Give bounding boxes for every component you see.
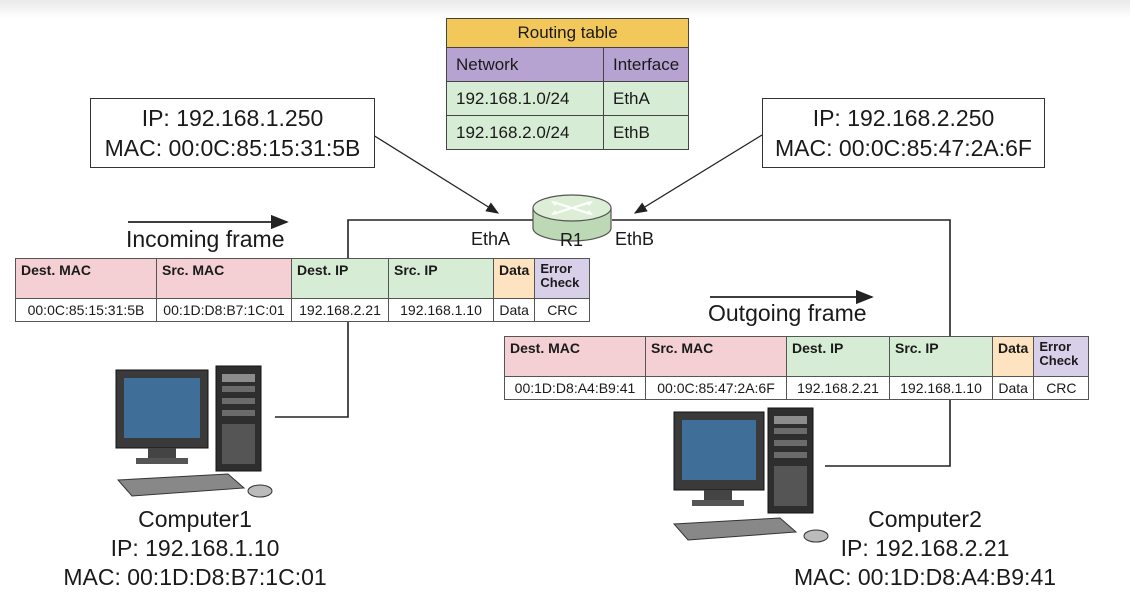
incoming-frame: Dest. MAC Src. MAC Dest. IP Src. IP Data… [15, 258, 591, 322]
routing-table-header-network: Network [446, 47, 604, 82]
frame-value-data: Data [492, 298, 536, 322]
ethb-ip: IP: 192.168.2.250 [812, 105, 995, 131]
etha-mac: MAC: 00:0C:85:15:31:5B [104, 135, 361, 161]
frame-value-src-mac: 00:1D:D8:B7:1C:01 [156, 298, 292, 322]
routing-table-header-interface: Interface [602, 47, 690, 82]
frame-header-data: Data [492, 258, 536, 299]
frame-value-error-check: CRC [534, 298, 591, 322]
router-interface-b-label: EthB [615, 229, 655, 249]
frame-value-dest-ip: 192.168.2.21 [291, 298, 389, 322]
frame-value-src-mac: 00:0C:85:47:2A:6F [645, 376, 787, 400]
frame-header-dest-mac: Dest. MAC [504, 336, 646, 377]
computer1-name: Computer1 [138, 506, 252, 532]
frame-header-src-ip: Src. IP [889, 336, 993, 377]
frame-header-dest-ip: Dest. IP [786, 336, 890, 377]
frame-header-src-ip: Src. IP [388, 258, 494, 299]
routing-table-interface: EthB [602, 115, 690, 150]
incoming-frame-label: Incoming frame [126, 226, 285, 252]
frame-value-error-check: CRC [1033, 376, 1090, 400]
routing-table: Routing table Network Interface 192.168.… [445, 18, 690, 150]
frame-value-dest-ip: 192.168.2.21 [786, 376, 890, 400]
frame-value-src-ip: 192.168.1.10 [889, 376, 993, 400]
etha-ip: IP: 192.168.1.250 [141, 105, 324, 131]
computer1-ip: IP: 192.168.1.10 [110, 535, 280, 561]
frame-header-error-check: Error Check [1033, 336, 1090, 377]
callout-arrow-ethb [633, 134, 763, 214]
computer1-mac: MAC: 00:1D:D8:B7:1C:01 [63, 564, 327, 590]
frame-header-error-check: Error Check [534, 258, 591, 299]
computer2-mac: MAC: 00:1D:D8:A4:B9:41 [793, 564, 1057, 590]
frame-header-dest-ip: Dest. IP [291, 258, 389, 299]
frame-value-data: Data [991, 376, 1035, 400]
computer2-ip: IP: 192.168.2.21 [840, 535, 1010, 561]
computer-icon [672, 407, 829, 543]
computer-icon [115, 365, 273, 498]
routing-table-title: Routing table [445, 18, 690, 48]
routing-table-network: 192.168.1.0/24 [446, 81, 604, 116]
etha-address-callout: IP: 192.168.1.250 MAC: 00:0C:85:15:31:5B [90, 98, 375, 168]
frame-value-dest-mac: 00:0C:85:15:31:5B [15, 298, 157, 322]
outgoing-frame: Dest. MAC Src. MAC Dest. IP Src. IP Data… [504, 336, 1090, 400]
computer2-name: Computer2 [868, 506, 982, 532]
frame-header-src-mac: Src. MAC [645, 336, 787, 377]
frame-header-src-mac: Src. MAC [156, 258, 292, 299]
ethb-mac: MAC: 00:0C:85:47:2A:6F [775, 135, 1032, 161]
computer1-caption: Computer1 IP: 192.168.1.10 MAC: 00:1D:D8… [40, 505, 350, 592]
frame-value-src-ip: 192.168.1.10 [388, 298, 494, 322]
routing-table-interface: EthA [602, 81, 690, 116]
frame-header-data: Data [991, 336, 1035, 377]
routing-table-network: 192.168.2.0/24 [446, 115, 604, 150]
frame-value-dest-mac: 00:1D:D8:A4:B9:41 [504, 376, 646, 400]
frame-header-dest-mac: Dest. MAC [15, 258, 157, 299]
top-strip [0, 0, 1130, 18]
router-name-label: R1 [560, 230, 584, 250]
ethb-address-callout: IP: 192.168.2.250 MAC: 00:0C:85:47:2A:6F [762, 98, 1045, 168]
outgoing-frame-label: Outgoing frame [708, 300, 867, 326]
router-icon [532, 194, 612, 242]
computer2-caption: Computer2 IP: 192.168.2.21 MAC: 00:1D:D8… [770, 505, 1080, 592]
callout-arrow-etha [372, 134, 500, 214]
router-interface-a-label: EthA [471, 229, 511, 249]
